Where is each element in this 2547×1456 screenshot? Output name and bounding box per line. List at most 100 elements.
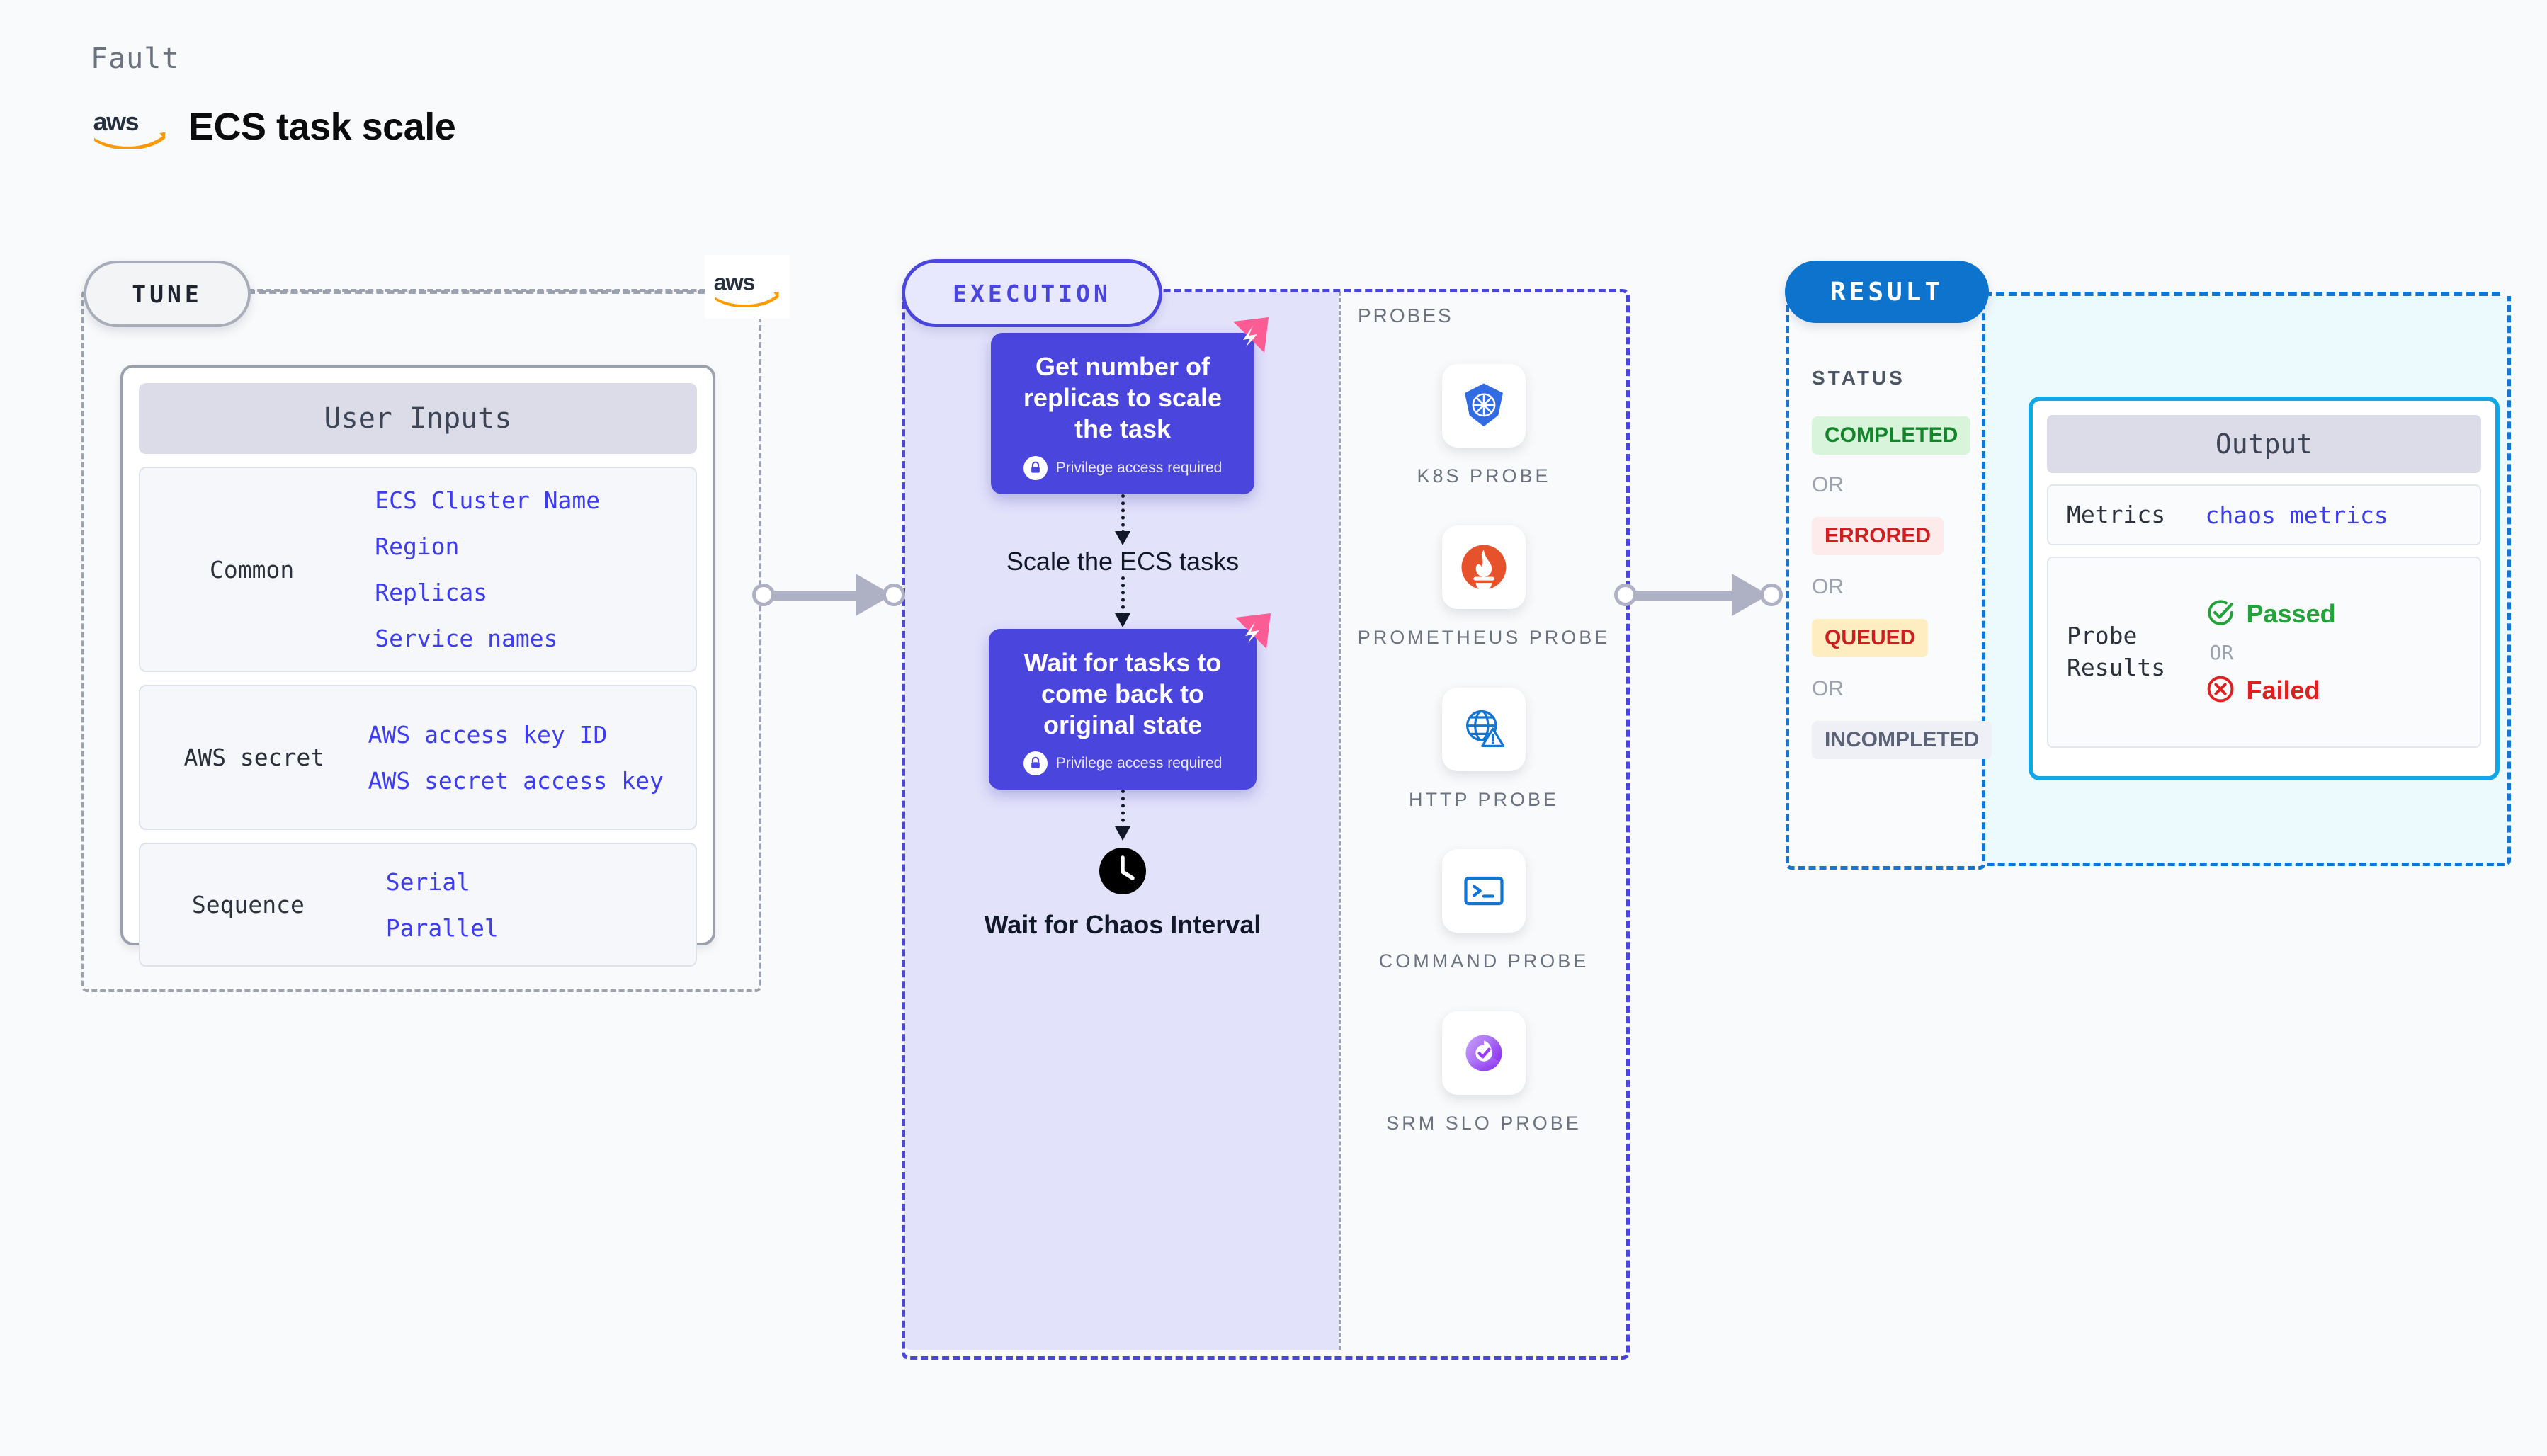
privilege-text: Privilege access required <box>1055 459 1223 476</box>
http-globe-warning-icon <box>1442 687 1526 771</box>
aws-logo-svg: aws <box>93 108 166 150</box>
input-value[interactable]: Serial <box>385 868 471 896</box>
probe-result-or: OR <box>2209 640 2234 664</box>
probe-item-k8s[interactable]: K8S PROBE <box>1349 364 1618 489</box>
execution-step-card[interactable]: Get number of replicas to scale the task… <box>991 317 1269 494</box>
result-status-container <box>1786 290 1985 870</box>
connector-shaft <box>764 591 870 601</box>
connector-end-dot <box>883 584 905 606</box>
step-title: Get number of replicas to scale the task <box>1023 352 1223 443</box>
input-value[interactable]: Service names <box>375 625 558 652</box>
input-group-values: Serial Parallel <box>349 868 688 942</box>
fault-label: Fault <box>91 42 180 75</box>
probe-label: SRM SLO PROBE <box>1386 1112 1582 1134</box>
ribbon-svg <box>1235 613 1271 649</box>
check-circle-icon <box>2206 598 2235 631</box>
connector-start-dot <box>752 584 775 606</box>
input-group-values: AWS access key ID AWS secret access key <box>361 721 688 795</box>
clock-icon <box>1098 846 1147 896</box>
probe-result-passed: Passed <box>2206 598 2475 631</box>
execution-step-card[interactable]: Wait for tasks to come back to original … <box>989 613 1271 790</box>
connector-end-dot <box>1760 584 1783 606</box>
status-title: STATUS <box>1812 367 1905 389</box>
arrow-shaft <box>1121 576 1125 616</box>
probe-label: K8S PROBE <box>1417 465 1551 487</box>
lock-icon <box>1023 751 1048 776</box>
user-inputs-title: User Inputs <box>139 383 697 454</box>
input-value[interactable]: Parallel <box>385 914 499 942</box>
output-metrics-values: chaos metrics <box>2206 501 2475 529</box>
probe-label: HTTP PROBE <box>1408 788 1560 810</box>
clock-svg <box>1099 848 1146 895</box>
status-badge-completed: COMPLETED <box>1812 416 1971 455</box>
connector-tune-to-execution <box>752 574 905 616</box>
failed-label: Failed <box>2246 676 2320 705</box>
metrics-value[interactable]: chaos metrics <box>2205 501 2388 529</box>
input-value[interactable]: Replicas <box>375 579 488 606</box>
input-group-common: Common ECS Cluster Name Region Replicas … <box>139 467 697 672</box>
lock-svg <box>1031 461 1040 473</box>
input-value[interactable]: AWS secret access key <box>368 766 664 795</box>
svg-text:aws: aws <box>714 269 755 295</box>
flow-arrow <box>921 790 1324 842</box>
x-circle-icon <box>2206 674 2235 707</box>
execution-probes-divider <box>1339 292 1341 1350</box>
kubernetes-svg <box>1465 383 1503 427</box>
aws-logo-icon: aws <box>91 105 170 150</box>
prometheus-svg <box>1461 545 1507 591</box>
input-value[interactable]: AWS access key ID <box>368 720 608 749</box>
probe-item-prometheus[interactable]: PROMETHEUS PROBE <box>1349 525 1618 650</box>
x-circle-svg <box>2207 676 2233 702</box>
result-tab[interactable]: RESULT <box>1785 261 1989 323</box>
flow-arrow <box>921 494 1324 547</box>
output-probe-results-values: Passed OR Failed <box>2206 598 2475 707</box>
probe-item-http[interactable]: HTTP PROBE <box>1349 687 1618 812</box>
input-group-label: Sequence <box>191 891 305 918</box>
probe-result-failed: Failed <box>2206 674 2475 707</box>
user-inputs-card: User Inputs Common ECS Cluster Name Regi… <box>120 365 715 967</box>
srm-slo-icon <box>1442 1011 1526 1095</box>
terminal-icon <box>1442 849 1526 933</box>
probe-label: PROMETHEUS PROBE <box>1357 627 1611 649</box>
connector-execution-to-result <box>1614 574 1788 616</box>
status-badge-queued: QUEUED <box>1812 619 1929 657</box>
arrow-head <box>1115 530 1130 545</box>
tune-dashed-connector <box>248 290 715 294</box>
ribbon-svg <box>1233 317 1269 353</box>
svg-text:aws: aws <box>93 108 139 136</box>
output-title: Output <box>2047 415 2481 473</box>
arrow-head <box>1115 826 1130 841</box>
tune-tab[interactable]: TUNE <box>84 261 251 327</box>
flow-arrow <box>921 576 1324 629</box>
input-value[interactable]: ECS Cluster Name <box>375 487 601 514</box>
probes-title: PROBES <box>1358 305 1453 326</box>
input-value[interactable]: Region <box>375 533 460 560</box>
lock-icon <box>1023 455 1048 480</box>
connector-shaft <box>1626 591 1746 601</box>
passed-label: Passed <box>2246 599 2336 628</box>
probe-item-command[interactable]: COMMAND PROBE <box>1349 849 1618 974</box>
status-badge-incompleted: INCOMPLETED <box>1812 721 1992 759</box>
page-header: Fault aws ECS task scale <box>91 42 456 150</box>
input-group-label: Common <box>209 555 295 584</box>
status-badge-errored: ERRORED <box>1812 517 1944 555</box>
aws-logo-svg: aws <box>714 269 779 308</box>
status-or-1: OR <box>1812 473 1844 496</box>
execution-tab[interactable]: EXECUTION <box>902 259 1162 327</box>
output-metrics-label: Metrics <box>2067 500 2166 528</box>
terminal-svg <box>1464 877 1504 906</box>
input-group-aws-secret: AWS secret AWS access key ID AWS secret … <box>139 685 697 830</box>
status-or-3: OR <box>1812 677 1844 700</box>
privilege-row: Privilege access required <box>1004 751 1241 776</box>
prometheus-icon <box>1442 525 1526 610</box>
http-globe-svg <box>1466 710 1505 747</box>
probe-item-srm-slo[interactable]: SRM SLO PROBE <box>1349 1011 1618 1136</box>
litmus-ribbon-icon <box>1227 314 1271 358</box>
srm-slo-svg <box>1465 1035 1502 1071</box>
arrow-shaft <box>1121 790 1125 830</box>
arrow-head <box>1115 613 1130 627</box>
status-or-2: OR <box>1812 575 1844 598</box>
step-title: Wait for Chaos Interval <box>984 910 1261 940</box>
result-dashed-connector <box>1983 292 2500 296</box>
aws-badge: aws <box>705 255 790 319</box>
